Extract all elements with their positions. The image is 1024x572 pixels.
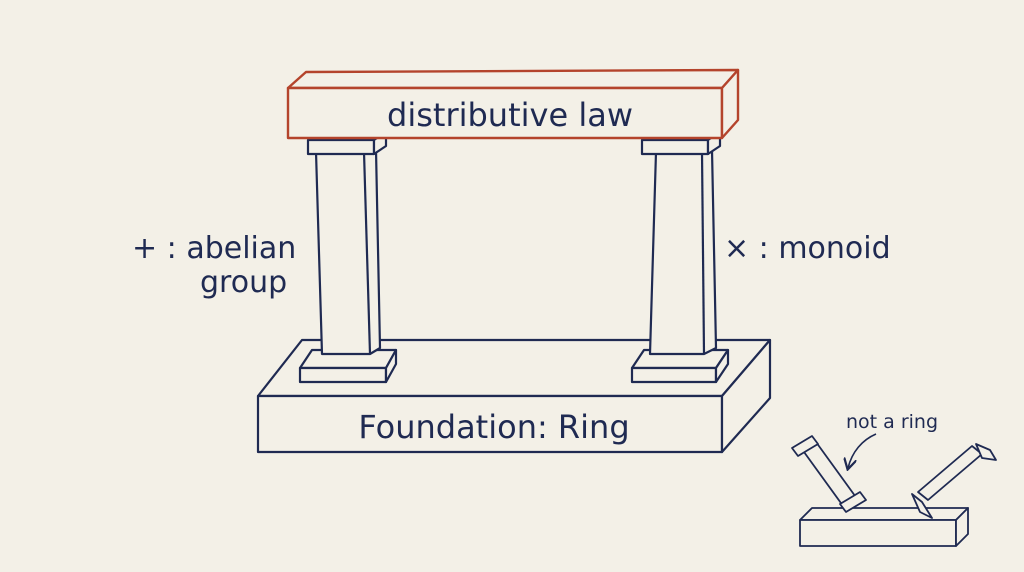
fallen-column-right bbox=[911, 443, 997, 519]
broken-structure-note: not a ring bbox=[846, 411, 938, 433]
left-pillar-label-line2: group bbox=[200, 265, 287, 300]
right-pillar bbox=[630, 130, 730, 384]
right-pillar-label: × : monoid bbox=[724, 231, 891, 266]
foundation-label: Foundation: Ring bbox=[358, 408, 629, 446]
broken-structure bbox=[791, 435, 997, 547]
left-pillar-label-line1: + : abelian bbox=[132, 231, 296, 266]
beam bbox=[286, 68, 740, 140]
beam-label: distributive law bbox=[387, 96, 633, 134]
note-arrow bbox=[848, 433, 877, 468]
left-pillar bbox=[298, 130, 398, 384]
fallen-column-left bbox=[791, 435, 867, 513]
